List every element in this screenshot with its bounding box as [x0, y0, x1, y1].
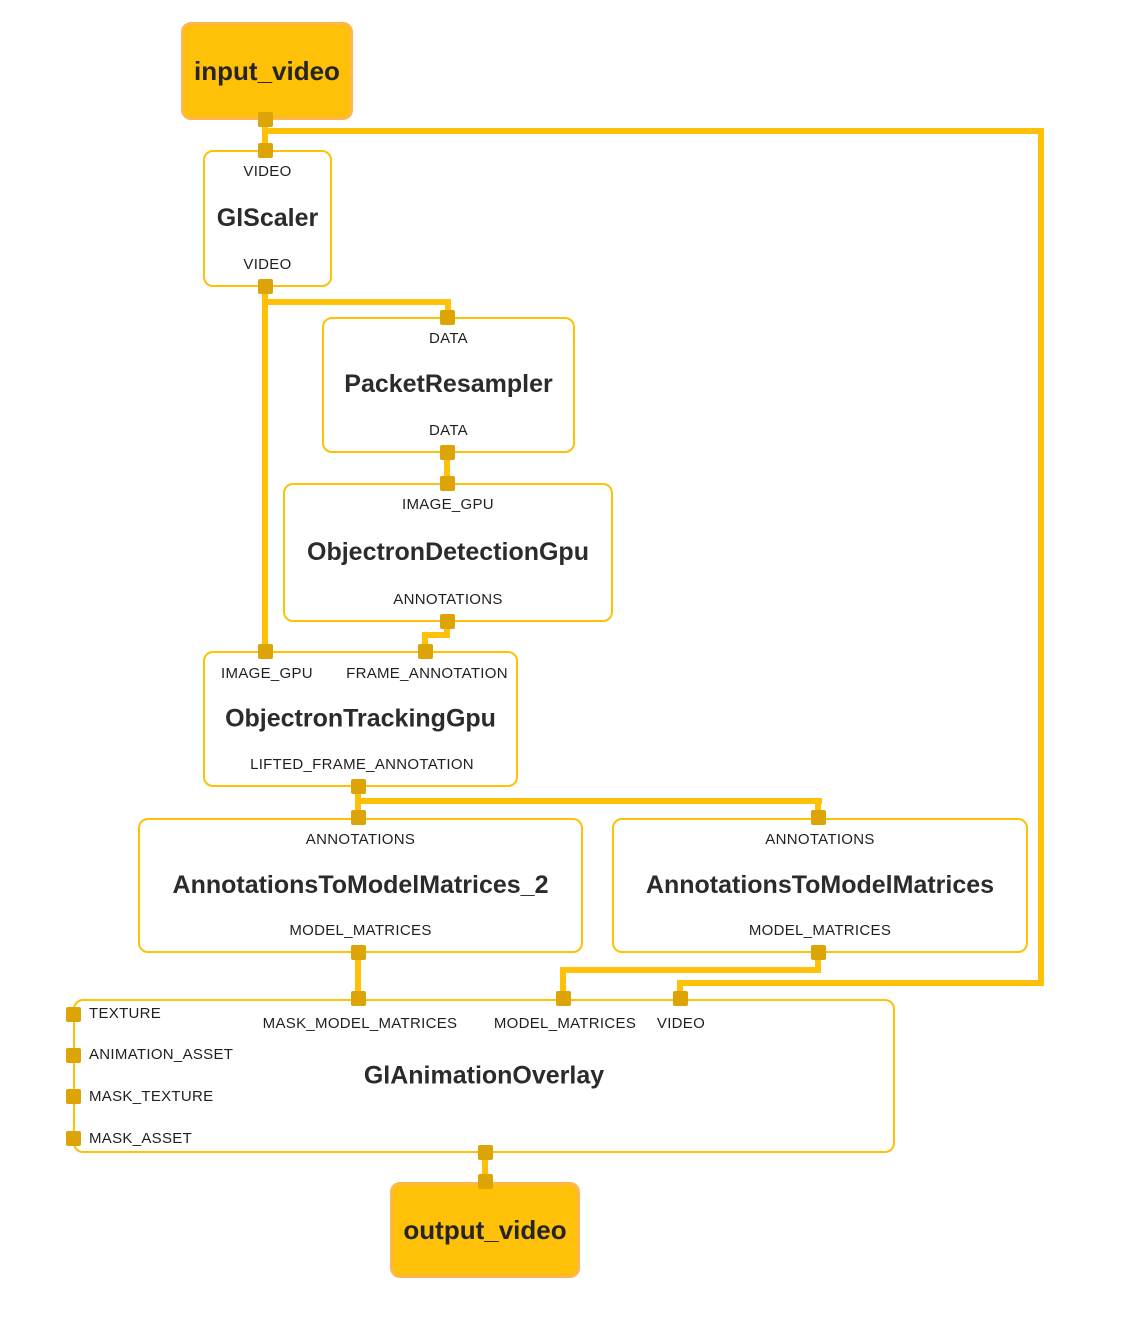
- port-label-atm2-modelmatrices-out: MODEL_MATRICES: [289, 922, 432, 939]
- port-label-glanimationoverlay-video-in: VIDEO: [656, 1015, 706, 1032]
- port-objectrondetection-annotations-out[interactable]: [440, 614, 455, 629]
- port-label-objectrontracking-liftedframeannotation-out: LIFTED_FRAME_ANNOTATION: [250, 756, 474, 773]
- port-atm2-annotations-in[interactable]: [351, 810, 366, 825]
- port-label-packetresampler-data-out: DATA: [429, 422, 468, 439]
- port-label-objectrontracking-imagegpu-in: IMAGE_GPU: [221, 665, 313, 682]
- stream-label-output-video: output_video: [403, 1214, 567, 1245]
- node-title-annotationstomodelmatrices: AnnotationsToModelMatrices: [645, 870, 995, 899]
- edge-glscaler-packetresampler-seg2: [445, 299, 451, 319]
- node-objectrondetectiongpu[interactable]: IMAGE_GPU ObjectronDetectionGpu ANNOTATI…: [283, 483, 613, 622]
- port-glanimationoverlay-animationasset-in[interactable]: [66, 1048, 81, 1063]
- edge-objectrondetection-objectrontracking-seg2: [422, 632, 450, 638]
- edge-atm-glanimationoverlay-seg2: [560, 967, 821, 973]
- node-glscaler[interactable]: VIDEO GlScaler VIDEO: [203, 150, 332, 287]
- port-label-objectrondetection-annotations-out: ANNOTATIONS: [393, 591, 503, 608]
- port-label-glanimationoverlay-modelmatrices-in: MODEL_MATRICES: [493, 1015, 637, 1032]
- port-label-glanimationoverlay-masktexture-in: MASK_TEXTURE: [89, 1088, 214, 1105]
- edge-glscaler-objectrontracking-seg1: [262, 283, 268, 655]
- port-glscaler-video-in[interactable]: [258, 143, 273, 158]
- edge-packetresampler-objectrondetection: [444, 449, 450, 485]
- edge-atm-glanimationoverlay-seg3: [560, 967, 566, 997]
- port-label-packetresampler-data-in: DATA: [429, 330, 468, 347]
- port-glanimationoverlay-texture-in[interactable]: [66, 1007, 81, 1022]
- port-label-objectrondetection-imagegpu-in: IMAGE_GPU: [402, 496, 494, 513]
- port-label-objectrontracking-frameannotation-in: FRAME_ANNOTATION: [346, 665, 508, 682]
- port-glanimationoverlay-video-in[interactable]: [673, 991, 688, 1006]
- port-packetresampler-data-in[interactable]: [440, 310, 455, 325]
- port-label-atm2-annotations-in: ANNOTATIONS: [305, 831, 416, 848]
- port-label-glanimationoverlay-animationasset-in: ANIMATION_ASSET: [89, 1046, 234, 1063]
- port-glanimationoverlay-maskmodelmatrices-in[interactable]: [351, 991, 366, 1006]
- port-label-glanimationoverlay-texture-in: TEXTURE: [89, 1005, 162, 1022]
- edge-objectrondetection-objectrontracking-seg3: [422, 632, 428, 653]
- node-objectrontrackinggpu[interactable]: IMAGE_GPU FRAME_ANNOTATION ObjectronTrac…: [203, 651, 518, 787]
- port-label-glanimationoverlay-maskasset-in: MASK_ASSET: [89, 1130, 193, 1147]
- stream-node-input-video[interactable]: input_video: [181, 22, 353, 120]
- edge-glscaler-packetresampler-seg1: [262, 299, 451, 305]
- port-inputvideo-out[interactable]: [258, 112, 273, 127]
- node-title-packetresampler: PacketResampler: [344, 370, 553, 399]
- edge-atm-glanimationoverlay-seg1: [815, 949, 821, 973]
- port-glanimationoverlay-out[interactable]: [478, 1145, 493, 1160]
- port-label-glanimationoverlay-maskmodelmatrices-in: MASK_MODEL_MATRICES: [262, 1015, 458, 1032]
- node-annotationstomodelmatrices-2[interactable]: ANNOTATIONS AnnotationsToModelMatrices_2…: [138, 818, 583, 953]
- port-objectrontracking-imagegpu-in[interactable]: [258, 644, 273, 659]
- port-glanimationoverlay-maskasset-in[interactable]: [66, 1131, 81, 1146]
- port-objectrondetection-imagegpu-in[interactable]: [440, 476, 455, 491]
- node-title-glscaler: GlScaler: [216, 203, 319, 232]
- node-packetresampler[interactable]: DATA PacketResampler DATA: [322, 317, 575, 453]
- port-label-atm-annotations-in: ANNOTATIONS: [765, 831, 875, 848]
- edge-inputvideo-glanimationoverlay-seg1: [262, 128, 1044, 134]
- port-objectrontracking-liftedframeannotation-out[interactable]: [351, 779, 366, 794]
- port-glscaler-video-out[interactable]: [258, 279, 273, 294]
- port-outputvideo-in[interactable]: [478, 1174, 493, 1189]
- node-title-objectrondetectiongpu: ObjectronDetectionGpu: [307, 537, 589, 566]
- node-annotationstomodelmatrices[interactable]: ANNOTATIONS AnnotationsToModelMatrices M…: [612, 818, 1028, 953]
- port-atm-annotations-in[interactable]: [811, 810, 826, 825]
- port-packetresampler-data-out[interactable]: [440, 445, 455, 460]
- edge-inputvideo-glanimationoverlay-seg3: [677, 980, 1044, 986]
- port-atm2-modelmatrices-out[interactable]: [351, 945, 366, 960]
- port-label-glscaler-video-in: VIDEO: [243, 163, 292, 180]
- edge-objectrontracking-atm-seg2: [815, 798, 821, 814]
- edge-glanimationoverlay-outputvideo: [482, 1149, 488, 1180]
- edge-objectrontracking-atm-seg1: [355, 798, 822, 804]
- edge-inputvideo-glanimationoverlay-seg2: [1038, 128, 1044, 986]
- node-title-annotationstomodelmatrices-2: AnnotationsToModelMatrices_2: [172, 870, 549, 899]
- port-label-atm-modelmatrices-out: MODEL_MATRICES: [748, 922, 892, 939]
- port-glanimationoverlay-modelmatrices-in[interactable]: [556, 991, 571, 1006]
- port-atm-modelmatrices-out[interactable]: [811, 945, 826, 960]
- node-title-glanimationoverlay: GlAnimationOverlay: [363, 1061, 605, 1090]
- port-label-glscaler-video-out: VIDEO: [243, 256, 292, 273]
- edge-atm2-glanimationoverlay: [355, 949, 361, 997]
- stream-node-output-video[interactable]: output_video: [390, 1182, 580, 1278]
- port-objectrontracking-frameannotation-in[interactable]: [418, 644, 433, 659]
- node-title-objectrontrackinggpu: ObjectronTrackingGpu: [225, 704, 496, 733]
- node-glanimationoverlay[interactable]: MASK_MODEL_MATRICES MODEL_MATRICES VIDEO…: [73, 999, 895, 1153]
- port-glanimationoverlay-masktexture-in[interactable]: [66, 1089, 81, 1104]
- stream-label-input-video: input_video: [194, 55, 340, 86]
